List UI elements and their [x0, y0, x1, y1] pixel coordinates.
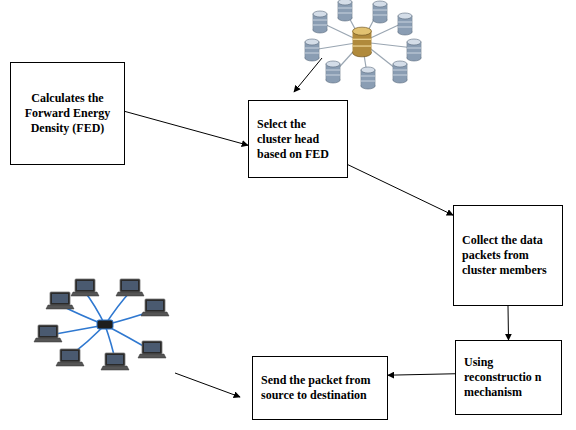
flow-arrow — [348, 165, 453, 215]
pointer-arrow — [294, 58, 322, 92]
box-label: Send the packet from source to destinati… — [261, 373, 379, 403]
laptop-icon — [141, 299, 169, 316]
box-label: Select the cluster head based on FED — [257, 117, 339, 162]
database-icon — [361, 67, 375, 89]
laptop-icon — [34, 325, 62, 342]
laptop-icon — [138, 341, 166, 358]
database-icon — [407, 39, 421, 61]
process-box: Calculates the Forward Energy Density (F… — [10, 62, 125, 165]
box-label: Collect the data packets from cluster me… — [462, 233, 554, 278]
database-icon — [398, 13, 412, 35]
process-box: Using reconstructio n mechanism — [455, 340, 562, 415]
process-box: Send the packet from source to destinati… — [252, 356, 388, 420]
flow-arrow — [508, 306, 510, 340]
box-label: Using reconstructio n mechanism — [464, 355, 553, 400]
laptop-icon — [56, 349, 84, 366]
box-label: Calculates the Forward Energy Density (F… — [19, 91, 116, 136]
central-database-icon — [353, 27, 372, 57]
database-icon — [305, 39, 319, 61]
laptop-icon — [71, 279, 99, 296]
database-icon — [338, 0, 352, 21]
database-icon — [326, 61, 340, 83]
laptop-icon — [46, 292, 74, 309]
process-box: Select the cluster head based on FED — [248, 100, 348, 178]
laptop-icon — [101, 353, 129, 370]
process-box: Collect the data packets from cluster me… — [453, 205, 563, 306]
database-icon — [373, 1, 387, 23]
laptop-icon — [116, 279, 144, 296]
network-illustration — [34, 279, 169, 370]
pointer-arrow — [175, 373, 240, 397]
network-hub — [97, 320, 113, 329]
flow-arrow — [125, 111, 248, 145]
database-icon — [393, 61, 407, 83]
database-cluster — [305, 0, 421, 89]
database-icon — [313, 11, 327, 33]
flow-arrow — [388, 374, 455, 375]
